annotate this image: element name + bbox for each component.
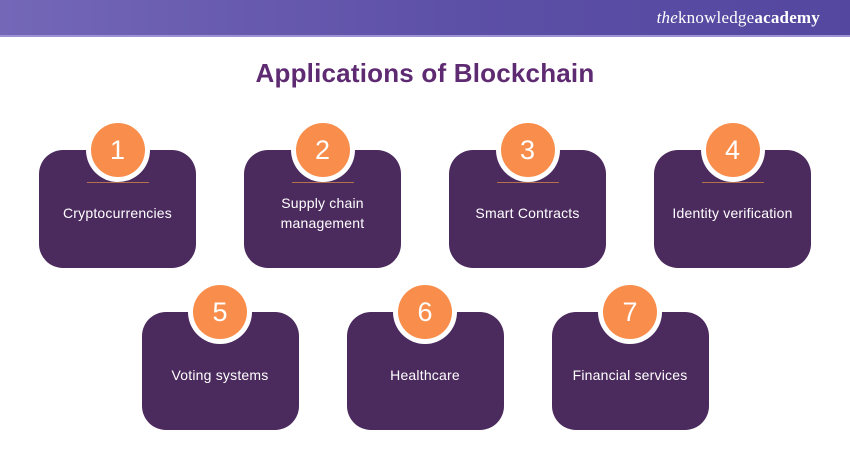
number-badge: 4 [705,123,760,177]
card-financial-services: 7 Financial services [551,285,709,430]
card-voting-systems: 5 Voting systems [141,285,299,430]
badge-number: 1 [109,134,126,165]
cards-row-1: 1 Cryptocurrencies 2 Supply chain manage… [0,123,850,268]
header-bar: theknowledgeacademy [0,0,850,37]
card-identity-verification: 4 Identity verification [654,123,811,268]
logo-academy: academy [754,7,820,27]
number-badge: 7 [603,285,657,339]
badge-number: 3 [519,134,536,165]
badge-underline [291,182,354,183]
badge-number: 4 [724,134,741,165]
card-smart-contracts: 3 Smart Contracts [449,123,606,268]
logo-the: the [656,7,678,27]
card-label: Voting systems [171,367,269,384]
logo-knowledge: knowledge [677,7,755,27]
number-badge: 1 [90,123,145,177]
badge-underline [496,182,559,183]
card-cryptocurrencies: 1 Cryptocurrencies [39,123,196,268]
badge-underline [86,182,149,183]
brand-logo: theknowledgeacademy [657,8,820,28]
badge-number: 2 [314,134,331,165]
badge-number: 7 [622,296,638,327]
card-label: Identity verification [672,205,793,222]
card-label: Smart Contracts [475,205,580,222]
card-label: Financial services [572,367,688,384]
card-label: Healthcare [390,367,460,384]
badge-number: 6 [417,296,433,327]
cards-row-2: 5 Voting systems 6 Healthcare 7 Financia… [0,285,850,430]
number-badge: 2 [295,123,350,177]
card-healthcare: 6 Healthcare [346,285,504,430]
number-badge: 3 [500,123,555,177]
card-label: Cryptocurrencies [62,205,172,222]
card-supply-chain-management: 2 Supply chain management [244,123,401,268]
badge-underline [701,182,764,183]
card-label: Supply chain management [280,195,365,231]
page-title: Applications of Blockchain [255,58,595,88]
number-badge: 5 [193,285,247,339]
number-badge: 6 [398,285,452,339]
badge-number: 5 [212,296,228,327]
